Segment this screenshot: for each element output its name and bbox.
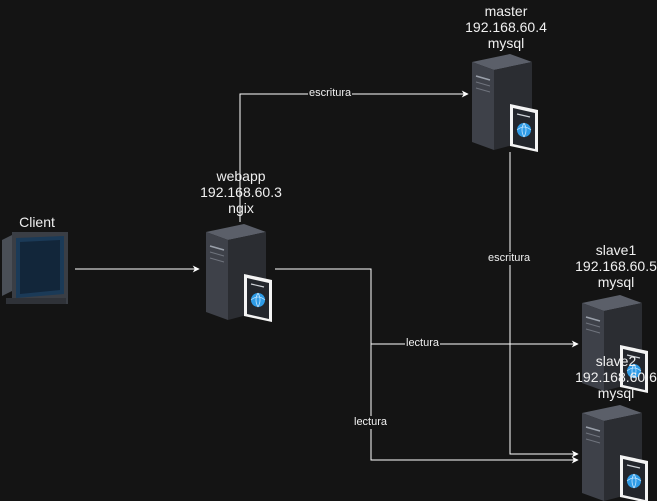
webapp-ip: 192.168.60.3: [200, 184, 282, 200]
slave1-ip: 192.168.60.5: [575, 258, 657, 274]
edge-webapp-master: [239, 90, 469, 222]
slave2-ip: 192.168.60.6: [575, 369, 657, 385]
webapp-server-icon: [205, 223, 273, 322]
slave1-label: slave1 192.168.60.5 mysql: [566, 242, 657, 290]
slave2-label: slave2 192.168.60.6 mysql: [566, 353, 657, 401]
master-service: mysql: [487, 35, 525, 51]
webapp-service: ngix: [228, 200, 254, 216]
slave2-server-icon: [581, 404, 649, 501]
client-computer-icon: [2, 232, 68, 304]
client-name: Client: [19, 214, 55, 230]
edge-label-webapp-slave2: lectura: [353, 416, 389, 429]
master-server-icon: [471, 53, 539, 152]
master-ip: 192.168.60.4: [465, 19, 547, 35]
master-name: master: [484, 3, 528, 19]
slave2-name: slave2: [595, 353, 637, 369]
edge-label-webapp-master: escritura: [308, 87, 353, 100]
edge-label-master-slave2: escritura: [487, 252, 532, 265]
edge-master-slave2: [509, 152, 579, 458]
edge-webapp-slave1: [275, 268, 579, 348]
slave1-service: mysql: [597, 274, 635, 290]
edge-webapp-slave2: [370, 344, 579, 464]
slave2-service: mysql: [597, 385, 635, 401]
edge-label-webapp-slave1: lectura: [405, 337, 441, 350]
client-label: Client: [12, 214, 62, 230]
webapp-name: webapp: [216, 168, 266, 184]
webapp-label: webapp 192.168.60.3 ngix: [191, 168, 291, 216]
master-label: master 192.168.60.4 mysql: [456, 3, 556, 51]
slave1-name: slave1: [595, 242, 637, 258]
